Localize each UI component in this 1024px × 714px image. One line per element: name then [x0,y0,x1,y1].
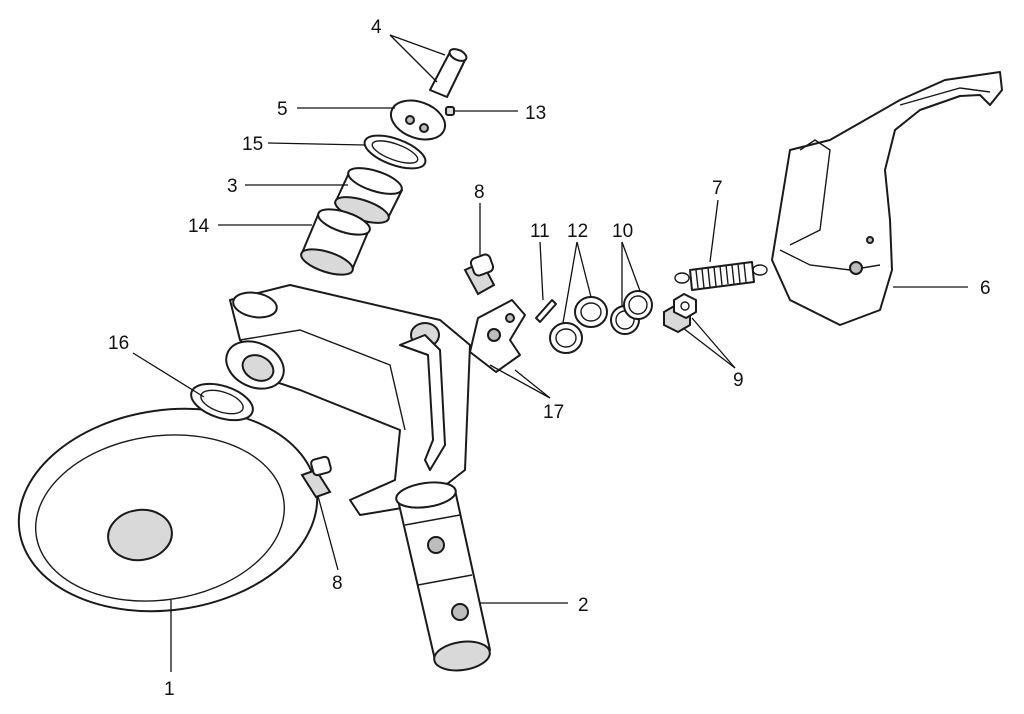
callout-labels: 4 5 13 15 3 14 8 11 12 10 7 6 9 17 16 8 … [108,17,991,700]
part-4-pin [429,48,468,98]
part-7-spring [674,261,768,291]
part-10-rings [610,290,653,335]
part-12-rings [549,296,608,354]
callout-4: 4 [371,17,382,38]
part-13-set-screw [445,106,455,116]
callout-17: 17 [543,402,564,423]
part-1-disc [17,407,319,613]
callout-7: 7 [712,178,723,199]
leader-lines [132,34,968,672]
callout-6: 6 [980,278,991,299]
part-17-clip [469,299,526,373]
callout-12: 12 [567,221,588,242]
part-14-sleeve [300,208,371,276]
part-2-shaft [395,481,491,672]
callout-8-lower: 8 [332,573,343,594]
callout-3: 3 [227,176,238,197]
callout-11: 11 [530,221,550,242]
main-bracket [225,284,471,516]
part-15-ring [363,134,427,170]
callout-15: 15 [242,134,263,155]
callout-1: 1 [164,679,175,700]
callout-2: 2 [578,595,589,616]
callout-5: 5 [277,99,288,120]
part-5-cap [389,99,447,141]
callout-16: 16 [108,333,129,354]
part-6-lever-cover [771,71,1003,326]
part-11-split-pin [535,299,557,323]
callout-14: 14 [188,216,210,237]
part-8-lower-grease-nipple [300,455,332,499]
callout-8-upper: 8 [474,182,485,203]
part-8-upper-grease-nipple [463,253,496,296]
callout-13: 13 [525,103,546,124]
part-16-washer [190,382,254,422]
callout-9: 9 [733,370,744,391]
part-9-nuts [663,293,697,334]
part-3-bushing [334,167,403,224]
callout-10: 10 [612,221,633,242]
